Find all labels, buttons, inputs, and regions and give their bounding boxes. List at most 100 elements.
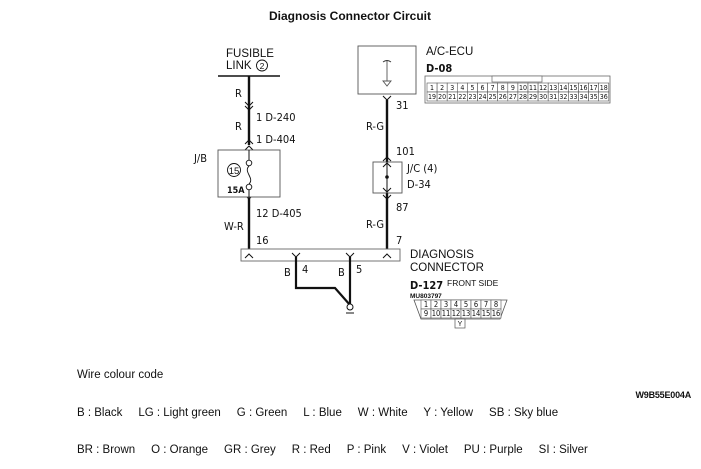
pin-number: 5 (464, 300, 468, 309)
pin-number: 26 (499, 93, 507, 101)
ground-icon (346, 303, 354, 311)
splice-dot (385, 175, 389, 179)
diagnosis-connector-side: FRONT SIDE (447, 278, 499, 288)
pin-number: 13 (549, 84, 557, 92)
wire-color-r-2: R (235, 120, 242, 133)
pin-5-label: 5 (356, 263, 362, 276)
wire-color-r-g-1: R-G (366, 120, 384, 133)
wire-color-r-g-2: R-G (366, 218, 384, 231)
pin-4-label: 4 (302, 263, 308, 276)
pin-number: 35 (590, 93, 598, 101)
wire-color-r-1: R (235, 87, 242, 100)
pin-31-label: 31 (396, 99, 409, 112)
pin-number: 10 (432, 309, 441, 318)
pin-cell (490, 308, 502, 319)
pin-number: 1 (424, 300, 428, 309)
pin-number: 10 (519, 84, 527, 92)
ecu-terminal-icon (382, 80, 392, 87)
pin-number: 30 (539, 93, 547, 101)
joint-connector-id: D-34 (407, 178, 431, 191)
pin-number: 6 (474, 300, 478, 309)
pin-number: 3 (450, 84, 454, 92)
pin-number: 9 (424, 309, 428, 318)
pin-number: 12 (452, 309, 461, 318)
pin-number: 15 (482, 309, 491, 318)
pin-number: 6 (481, 84, 485, 92)
pin-number: 13 (462, 309, 471, 318)
pin-number: 18 (600, 84, 608, 92)
pin-7-label: 7 (396, 234, 402, 247)
pin-number: 29 (529, 93, 537, 101)
circuit-diagram: Diagnosis Connector Circuit FUSIBLE LINK… (193, 9, 611, 329)
pin-87-label: 87 (396, 201, 409, 214)
pin-number: 3 (444, 300, 448, 309)
pin-number: 11 (529, 84, 537, 92)
pin-cell (598, 91, 610, 102)
fuse-element-icon (246, 165, 252, 185)
diagnosis-connector-bar (240, 248, 401, 262)
pin-16-label: 16 (256, 234, 269, 247)
pin-number: 20 (438, 93, 446, 101)
figure-id: W9B55E004A (635, 390, 691, 400)
connector-d404-symbol (244, 139, 254, 151)
pin-number: 4 (454, 300, 458, 309)
fusible-link-number: 2 (260, 61, 265, 71)
jb-label: J/B (193, 152, 207, 165)
diagnosis-connector-label-1: DIAGNOSIS (410, 249, 474, 261)
fuse-number-circle (227, 163, 241, 177)
connector-label-d240: 1 D-240 (256, 111, 296, 124)
connector-label-d405: 12 D-405 (256, 207, 302, 220)
connector-key: Y (458, 321, 463, 328)
ground-wire-color-2: B (338, 266, 345, 279)
fusible-link-number-circle (256, 59, 268, 72)
ac-ecu-connector-id: D-08 (426, 62, 452, 75)
pin-number: 23 (468, 93, 476, 101)
pin-number: 25 (489, 93, 497, 101)
pin-number: 14 (472, 309, 481, 318)
fusible-link-label-1: FUSIBLE (226, 48, 274, 60)
pin-number: 28 (519, 93, 527, 101)
pin-number: 5 (470, 84, 474, 92)
wire-colour-legend: Wire colour code B : Black LG : Light gr… (77, 344, 588, 469)
pin-number: 8 (501, 84, 505, 92)
connector-pin31-symbol (382, 95, 392, 101)
diagnosis-connector-id: D-127 (410, 279, 443, 292)
pin-number: 27 (509, 93, 517, 101)
pin-number: 15 (569, 84, 577, 92)
pin-number: 34 (580, 93, 588, 101)
pin-number: 7 (484, 300, 488, 309)
pin-number: 19 (428, 93, 436, 101)
fuse-rating: 15A (227, 186, 245, 196)
fuse-number: 15 (229, 166, 240, 177)
pin-number: 21 (448, 93, 456, 101)
legend-line-1: B : Black LG : Light green G : Green L :… (77, 406, 559, 419)
pin-number: 12 (539, 84, 547, 92)
ground-wire-pin4 (294, 257, 351, 306)
pin-number: 4 (460, 84, 464, 92)
pin-number: 1 (430, 84, 434, 92)
diagram-title: Diagnosis Connector Circuit (269, 9, 431, 23)
pin-number: 33 (569, 93, 577, 101)
pin-number: 16 (492, 309, 501, 318)
pin-number: 32 (559, 93, 567, 101)
ac-ecu-label: A/C-ECU (426, 46, 473, 58)
pin-number: 22 (458, 93, 466, 101)
fuse-terminal-top (245, 159, 253, 167)
pin-number: 2 (440, 84, 444, 92)
fusible-link-label-2: LINK (226, 60, 252, 72)
pin-number: 31 (549, 93, 557, 101)
ground-wire-color-1: B (284, 266, 291, 279)
pin-number: 16 (580, 84, 588, 92)
legend-title: Wire colour code (77, 369, 164, 381)
pin-number: 9 (511, 84, 515, 92)
pin-number: 17 (590, 84, 598, 92)
joint-connector-label: J/C (4) (406, 162, 437, 175)
fuse-terminal-bottom (245, 183, 253, 191)
legend-line-2: BR : Brown O : Orange GR : Grey R : Red … (77, 444, 588, 456)
pin-number: 11 (442, 309, 451, 318)
pin-number: 24 (479, 93, 487, 101)
pin-101-label: 101 (396, 145, 415, 158)
connector-d240-symbol (244, 101, 254, 111)
